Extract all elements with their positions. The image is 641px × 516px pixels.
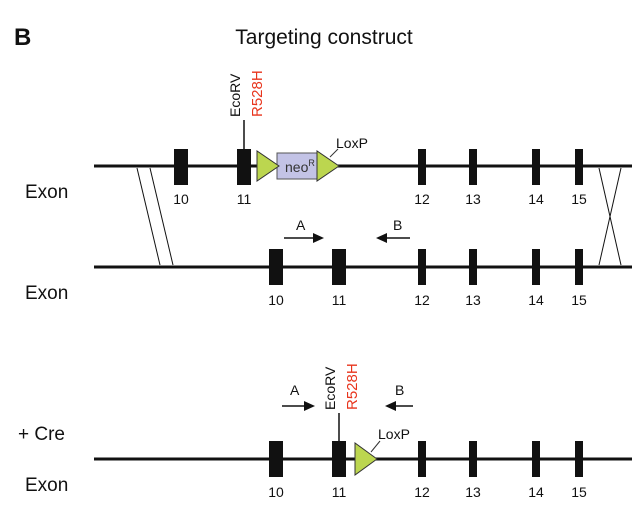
row2-exon-10-number: 10 [268, 292, 284, 308]
row3-exon-13-box [469, 441, 477, 477]
row1-exon-12-number: 12 [414, 191, 430, 207]
row2-primer-a-label: A [296, 217, 306, 233]
row1-exon-14-number: 14 [528, 191, 544, 207]
row1-exon-13-box [469, 149, 477, 185]
row1-exon-13-number: 13 [465, 191, 481, 207]
row3-exon-10-box [269, 441, 283, 477]
loxp-right-triangle-icon [316, 150, 340, 182]
row3-mutation-label: R528H [344, 363, 361, 410]
row3-primer-a-label: A [290, 382, 300, 398]
row2-exon-13-number: 13 [465, 292, 481, 308]
row1-exon-11-number: 11 [237, 191, 252, 207]
row1-exon-label: Exon [25, 182, 68, 203]
row3-exon-label: Exon [25, 475, 68, 496]
row3-exon-15-box [575, 441, 583, 477]
row2-primer-b-arrow-icon [376, 233, 387, 243]
row2-exon-14-number: 14 [528, 292, 544, 308]
crossover-left-line-2 [149, 167, 174, 266]
row2-exon-10-box [269, 249, 283, 285]
row3-primer-b-label: B [395, 382, 404, 398]
row3-primer-b-arrow-icon [385, 401, 396, 411]
row2-exon-13-box [469, 249, 477, 285]
row2-exon-14-box [532, 249, 540, 285]
cre-label: + Cre [18, 424, 65, 445]
row3-exon-10-number: 10 [268, 484, 284, 500]
row2-primer-b-label: B [393, 217, 402, 233]
loxp-left-triangle-icon [256, 150, 280, 182]
row1-mutation-label: R528H [249, 70, 266, 117]
neo-cassette-label: neoR [285, 158, 315, 175]
neo-label-text: neo [285, 159, 309, 175]
row1-exon-11-box [237, 149, 251, 185]
row3-loxp-pointer-line [370, 440, 381, 453]
row2-exon-12-number: 12 [414, 292, 430, 308]
row3-exon-12-number: 12 [414, 484, 430, 500]
diagram-title: Targeting construct [235, 26, 413, 49]
row3-exon-15-number: 15 [571, 484, 587, 500]
row1-exon-15-box [575, 149, 583, 185]
row3-loxp-triangle-icon [354, 442, 378, 476]
row2-exon-15-box [575, 249, 583, 285]
row1-exon-12-box [418, 149, 426, 185]
row2-exon-15-number: 15 [571, 292, 587, 308]
row3-exon-13-number: 13 [465, 484, 481, 500]
row3-exon-11-number: 11 [332, 484, 347, 500]
row2-exon-label: Exon [25, 283, 68, 304]
row3-exon-12-box [418, 441, 426, 477]
loxp-pointer-line [329, 148, 339, 158]
panel-label: B [14, 24, 31, 51]
row1-ecorv-label: EcoRV [227, 73, 243, 117]
row2-exon-12-box [418, 249, 426, 285]
row3-ecorv-label: EcoRV [322, 366, 338, 410]
row3-exon-14-box [532, 441, 540, 477]
neo-superscript: R [308, 158, 315, 168]
row3-primer-a-arrow-icon [304, 401, 315, 411]
row1-exon-10-box [174, 149, 188, 185]
row3-loxp-label: LoxP [378, 426, 410, 442]
row1-exon-14-box [532, 149, 540, 185]
row1-loxp-label: LoxP [336, 135, 368, 151]
row3-exon-11-box [332, 441, 346, 477]
row3-exon-14-number: 14 [528, 484, 544, 500]
crossover-right-line-2 [598, 167, 622, 266]
row2-exon-11-number: 11 [332, 292, 347, 308]
crossover-left-line-1 [136, 167, 161, 266]
row2-primer-a-arrow-icon [313, 233, 324, 243]
row1-exon-10-number: 10 [173, 191, 189, 207]
row2-exon-11-box [332, 249, 346, 285]
row1-exon-15-number: 15 [571, 191, 587, 207]
